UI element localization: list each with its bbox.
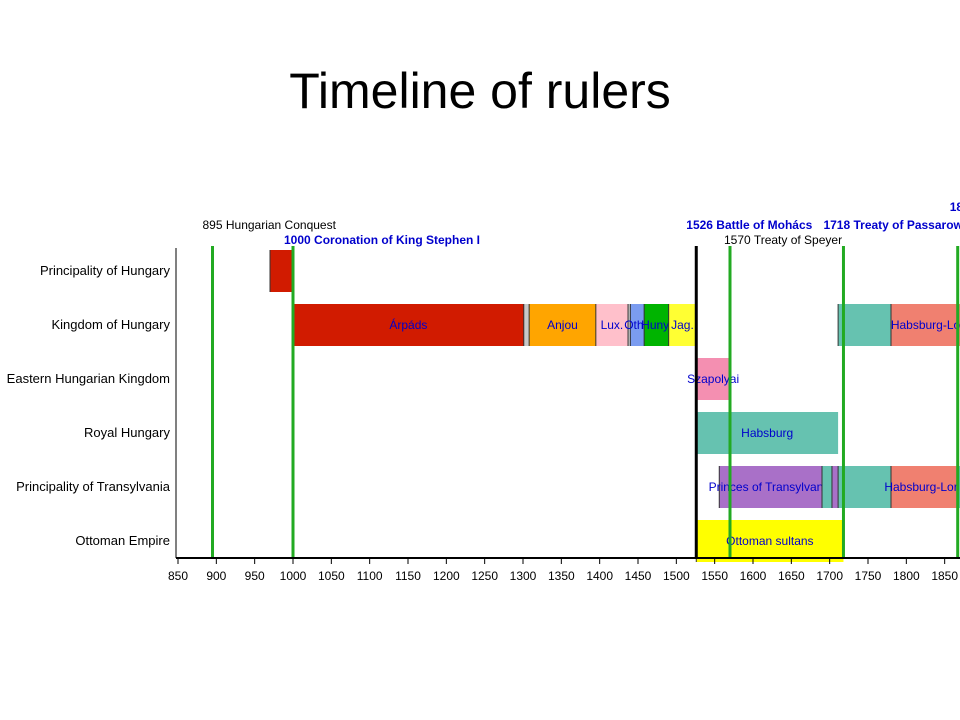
bar xyxy=(668,304,697,346)
bar-label: Habsburg xyxy=(741,426,793,440)
bar-label: Árpáds xyxy=(389,317,427,332)
bar xyxy=(838,466,891,508)
row-label: Principality of Transylvania xyxy=(16,479,171,494)
bar xyxy=(831,466,839,508)
row-label: Kingdom of Hungary xyxy=(51,317,170,332)
x-tick-label: 1450 xyxy=(625,569,652,583)
bar xyxy=(293,304,524,346)
bar-label: Jag. xyxy=(671,318,694,332)
x-tick-label: 1700 xyxy=(816,569,843,583)
event-label: 1570 Treaty of Speyer xyxy=(724,233,842,247)
x-tick-label: 950 xyxy=(245,569,265,583)
x-tick-label: 1550 xyxy=(701,569,728,583)
bar xyxy=(630,304,645,346)
x-tick-label: 1800 xyxy=(893,569,920,583)
x-axis: 850 900 950 1000 1050 1100 1150 1200 1250 1300 135… xyxy=(168,248,960,583)
row-label: Ottoman Empire xyxy=(75,533,170,548)
bar xyxy=(719,466,822,508)
bar-label: Habsburg-Lora xyxy=(884,480,960,494)
event-label: 1526 Battle of Mohács xyxy=(686,218,812,232)
bar-label: Princes of Transylvania xyxy=(709,480,833,494)
bar xyxy=(822,466,832,508)
row-label: Eastern Hungarian Kingdom xyxy=(7,371,170,386)
bar xyxy=(595,304,629,346)
x-tick-label: 1500 xyxy=(663,569,690,583)
x-tick-label: 1250 xyxy=(471,569,498,583)
x-tick-label: 1300 xyxy=(510,569,537,583)
bar xyxy=(628,304,631,346)
bar-label: Huny. xyxy=(641,318,671,332)
bar xyxy=(696,520,844,562)
slide-title: Timeline of rulers xyxy=(289,63,671,119)
bar-label: Anjou xyxy=(547,318,578,332)
x-tick-label: 1050 xyxy=(318,569,345,583)
row-label: Royal Hungary xyxy=(84,425,170,440)
bar-label: Szapolyai xyxy=(687,372,739,386)
x-tick-label: 1150 xyxy=(395,569,421,583)
x-tick-label: 1400 xyxy=(586,569,613,583)
bar-label: Ottoman sultans xyxy=(726,534,813,548)
x-tick-label: 1750 xyxy=(855,569,882,583)
bar xyxy=(270,250,293,292)
event-label: 1867 xyxy=(950,200,960,214)
x-tick-label: 1600 xyxy=(740,569,767,583)
bar xyxy=(891,304,960,346)
bar xyxy=(529,304,596,346)
event-label: 895 Hungarian Conquest xyxy=(203,218,337,232)
bar-label: Habsburg-Lo xyxy=(891,318,960,332)
x-tick-label: 1650 xyxy=(778,569,805,583)
bar xyxy=(644,304,669,346)
bar xyxy=(696,358,730,400)
bar xyxy=(838,304,891,346)
row-label: Principality of Hungary xyxy=(40,263,171,278)
x-tick-label: 1100 xyxy=(357,569,383,583)
bar xyxy=(523,304,530,346)
x-tick-label: 1200 xyxy=(433,569,460,583)
x-tick-label: 1350 xyxy=(548,569,575,583)
bar xyxy=(891,466,958,508)
x-tick-label: 1000 xyxy=(280,569,307,583)
x-tick-label: 850 xyxy=(168,569,188,583)
x-tick-label: 1850 xyxy=(931,569,958,583)
event-label: 1718 Treaty of Passarowitz xyxy=(823,218,960,232)
bar-label: Lux. xyxy=(601,318,624,332)
x-tick-label: 900 xyxy=(206,569,226,583)
bar xyxy=(696,412,839,454)
event-label: 1000 Coronation of King Stephen I xyxy=(284,233,480,247)
